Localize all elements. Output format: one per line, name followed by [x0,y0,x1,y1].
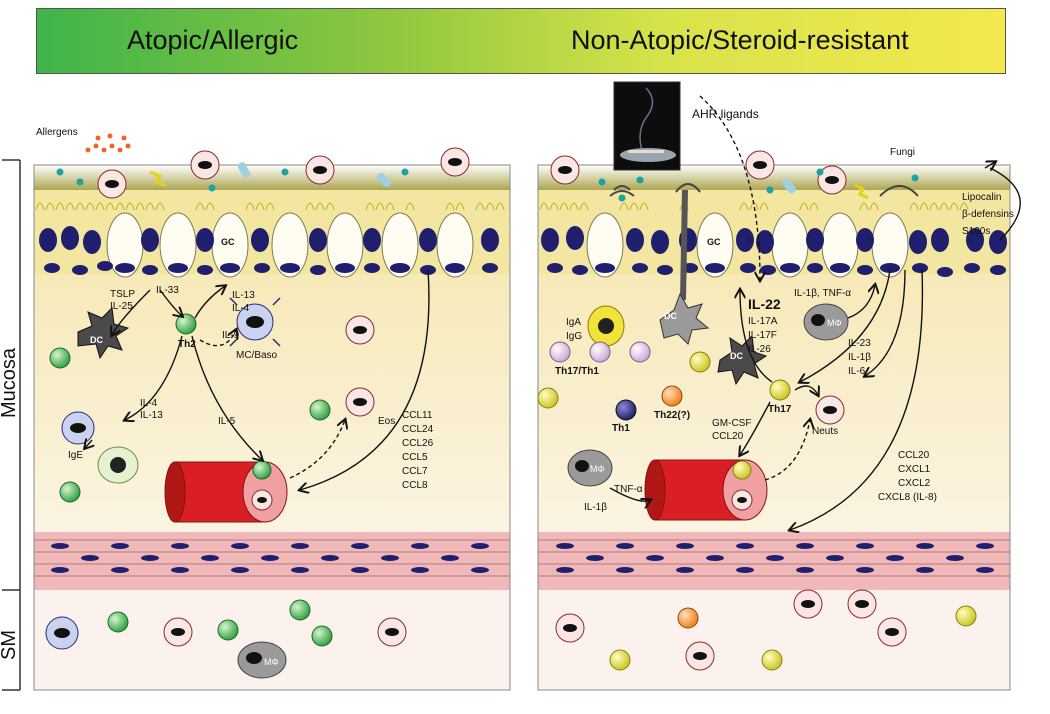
sm-label: SM [0,630,20,660]
ccl20-chemokine: CCL20 [898,450,930,461]
il4b-label: IL-4 [140,398,158,409]
th1-label: Th1 [612,423,630,434]
tslp-label: TSLP [110,289,136,300]
dendritic-cell-left [77,306,130,360]
tnfa-label: TNF-α [614,484,643,495]
cxcl1-chemokine: CXCL1 [898,464,931,475]
neuts-label: Neuts [812,426,839,437]
eos-label: Eos [378,416,396,427]
cigarette-ashtray-image [613,81,681,171]
il1b-label: IL-1β [848,352,871,363]
allergens-label: Allergens [36,127,78,138]
il9-label: IL-9 [222,330,240,341]
gmcsf-label: GM-CSF [712,418,752,429]
th17th1-label: Th17/Th1 [555,366,599,377]
ccl-5: CCL7 [402,466,428,477]
header-banner: Atopic/Allergic Non-Atopic/Steroid-resis… [36,8,1006,74]
dendritic-cell-right [659,189,710,345]
il33-label: IL-33 [156,285,179,296]
il22-label: IL-22 [748,296,781,312]
s100s-label: S100s [962,226,991,237]
dc-label-right-top: DC [664,311,677,321]
header-left-title: Atopic/Allergic [127,25,299,55]
il4-label: IL-4 [232,303,250,314]
gc-label-right: GC [707,237,721,247]
ccl20-label: CCL20 [712,431,744,442]
il17f-label: IL-17F [748,330,777,341]
cxcl8-chemokine: CXCL8 (IL-8) [878,492,937,503]
ccl-6: CCL8 [402,480,428,491]
cxcl2-chemokine: CXCL2 [898,478,931,489]
ige-label: IgE [68,450,84,461]
il17a-label: IL-17A [748,316,778,327]
il25-label: IL-25 [110,301,133,312]
ahr-ligands-label: AHR ligands [692,107,759,121]
right-panel [537,81,1021,691]
il1b-vessel-label: IL-1β [584,502,607,513]
il5-label: IL-5 [218,416,236,427]
mucosa-bracket [2,159,21,691]
dc-label-right-bottom: DC [730,351,743,361]
il13-label: IL-13 [232,290,255,301]
mucosa-label: Mucosa [0,347,20,418]
il1-tnf-label: IL-1β, TNF-α [794,288,852,299]
blood-vessel-right [644,459,768,521]
th17-label: Th17 [768,404,792,415]
mphi-label-left: MΦ [264,657,279,667]
il23-label: IL-23 [848,338,871,349]
left-panel [33,133,511,691]
mphi-label-right-2: MΦ [590,464,605,474]
iga-label: IgA [566,317,582,328]
dc-label-left: DC [90,335,103,345]
header-right-title: Non-Atopic/Steroid-resistant [571,25,909,55]
igg-label: IgG [566,331,583,342]
defensins-label: β-defensins [962,209,1014,220]
ccl-4: CCL5 [402,452,428,463]
mphi-label-right: MΦ [827,318,842,328]
il6-label: IL-6 [848,366,866,377]
il13b-label: IL-13 [140,410,163,421]
ccl-1: CCL11 [402,410,433,421]
th22-label: Th22(?) [654,410,691,421]
fungi-label: Fungi [890,147,916,158]
lipocalin-label: Lipocalin [962,192,1002,203]
th2-label: Th2 [178,339,196,350]
ccl-3: CCL26 [402,438,434,449]
il26-label: IL-26 [748,344,771,355]
gc-label-left: GC [221,237,235,247]
mcbaso-label: MC/Baso [236,350,278,361]
ccl-2: CCL24 [402,424,434,435]
blood-vessel-left [164,460,288,523]
